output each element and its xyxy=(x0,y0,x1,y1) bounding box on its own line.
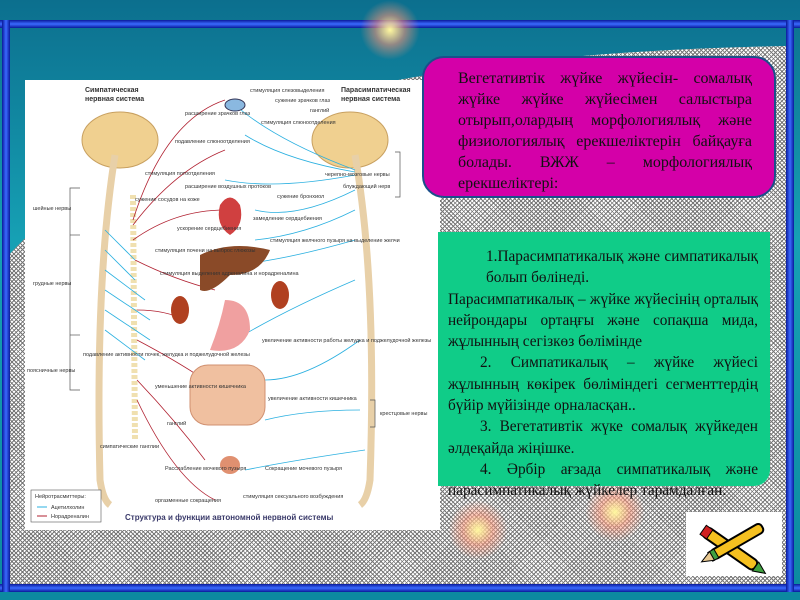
svg-text:стимуляция сексуального возбуж: стимуляция сексуального возбуждения xyxy=(243,494,343,500)
svg-text:Ацетилхолин: Ацетилхолин xyxy=(51,505,84,511)
svg-text:Нейротрасмиттеры:: Нейротрасмиттеры: xyxy=(35,493,86,500)
point-3: 3. Вегетативтік жүке сомалық жүйкеден әл… xyxy=(448,418,758,457)
intestines xyxy=(189,364,266,426)
spinal-cord-right xyxy=(351,154,376,508)
frame-bottom xyxy=(0,584,800,592)
svg-text:ганглий: ганглий xyxy=(310,107,329,114)
svg-text:подавление слюноотделения: подавление слюноотделения xyxy=(175,139,250,145)
kidney-right xyxy=(271,281,289,309)
svg-text:расширение воздушных протоков: расширение воздушных протоков xyxy=(185,184,271,190)
svg-text:нервная система: нервная система xyxy=(341,96,400,103)
points-text-box: 1.Парасимпатикалық және симпатикалық бол… xyxy=(438,232,770,499)
svg-text:оргазменные сокращения: оргазменные сокращения xyxy=(155,498,221,504)
bladder xyxy=(220,456,240,474)
svg-text:стимуляция выделения адреналин: стимуляция выделения адреналина и норадр… xyxy=(160,271,300,277)
svg-text:ганглий: ганглий xyxy=(167,420,186,427)
sparkle-decoration xyxy=(360,0,420,60)
svg-text:Расслабление мочевого пузыря: Расслабление мочевого пузыря xyxy=(165,466,246,472)
svg-text:Норадреналин: Норадреналин xyxy=(51,514,89,520)
sparkle-decoration xyxy=(448,500,508,560)
diagram-title: Структура и функции автономной нервной с… xyxy=(125,513,334,522)
sympathetic-chain xyxy=(130,194,138,441)
svg-text:симпатические ганглии: симпатические ганглии xyxy=(100,444,159,450)
stomach xyxy=(210,300,250,351)
nerve-brackets xyxy=(69,151,401,428)
svg-text:стимуляция слезовыделения: стимуляция слезовыделения xyxy=(250,88,324,94)
legend xyxy=(30,489,102,523)
svg-text:черепно-мозговые нервы: черепно-мозговые нервы xyxy=(325,172,390,178)
point-4: 4. Әрбір ағзада симпатикалық және параси… xyxy=(448,460,758,500)
liver xyxy=(200,246,270,291)
svg-text:сужение зрачков глаз: сужение зрачков глаз xyxy=(275,98,330,104)
svg-text:стимуляция почени на выброс гл: стимуляция почени на выброс глюкозы xyxy=(155,248,255,254)
sparkle-decoration xyxy=(585,482,645,542)
svg-text:увеличение активности кишечник: увеличение активности кишечника xyxy=(268,396,358,402)
svg-text:поясничные нервы: поясничные нервы xyxy=(27,368,75,374)
svg-text:замедление сердцебиения: замедление сердцебиения xyxy=(253,216,322,222)
intro-text: Вегетативтік жүйке жүйесін- сомалық жүйк… xyxy=(458,70,752,192)
svg-text:расширение зрачков глаз: расширение зрачков глаз xyxy=(185,111,251,117)
frame-left xyxy=(2,20,10,592)
pencils-clipart xyxy=(686,512,782,576)
svg-text:шейные нервы: шейные нервы xyxy=(33,205,71,212)
frame-right xyxy=(786,20,794,592)
point-2: 2. Симпатикалық – жүйке жүйесі жұлынның … xyxy=(448,354,758,415)
svg-text:сужение сосудов на коже: сужение сосудов на коже xyxy=(135,197,200,203)
intro-text-box: Вегетативтік жүйке жүйесін- сомалық жүйк… xyxy=(422,56,776,198)
svg-text:блуждающий нерв: блуждающий нерв xyxy=(343,183,390,190)
svg-text:подавление активности почек, ж: подавление активности почек, желудка и п… xyxy=(83,351,250,358)
parasympathetic-nerves xyxy=(104,104,366,471)
heart xyxy=(218,197,242,235)
ans-diagram: Симпатическая нервная система Парасимпат… xyxy=(25,80,440,530)
kidney-left xyxy=(171,296,189,324)
svg-text:стимуляция желчного пузыря на: стимуляция желчного пузыря на выделение … xyxy=(270,238,400,244)
svg-text:Сокращение мочевого пузыря: Сокращение мочевого пузыря xyxy=(265,466,342,472)
left-header: Симпатическая xyxy=(85,87,139,94)
right-header: Парасимпатическая xyxy=(341,87,411,94)
svg-text:стимуляция потоотделения: стимуляция потоотделения xyxy=(145,171,215,177)
svg-text:крестцовые нервы: крестцовые нервы xyxy=(380,411,427,417)
point-1-detail: Парасимпатикалық – жүйке жүйесінің ортал… xyxy=(448,290,758,351)
eye xyxy=(224,98,246,112)
spinal-cord-left xyxy=(95,154,119,508)
brain-left xyxy=(81,111,159,169)
svg-text:ускорение сердцебиения: ускорение сердцебиения xyxy=(177,226,241,232)
svg-text:стимуляция слюноотделения: стимуляция слюноотделения xyxy=(261,120,336,126)
svg-text:сужение бронхиол: сужение бронхиол xyxy=(277,194,324,200)
svg-text:нервная система: нервная система xyxy=(85,96,144,103)
svg-text:увеличение активности работы ж: увеличение активности работы желудка и п… xyxy=(262,337,431,344)
svg-text:уменьшение активности кишечник: уменьшение активности кишечника xyxy=(155,384,247,390)
point-1: 1.Парасимпатикалық және симпатикалық бол… xyxy=(486,248,758,287)
svg-text:грудные нервы: грудные нервы xyxy=(33,281,71,287)
